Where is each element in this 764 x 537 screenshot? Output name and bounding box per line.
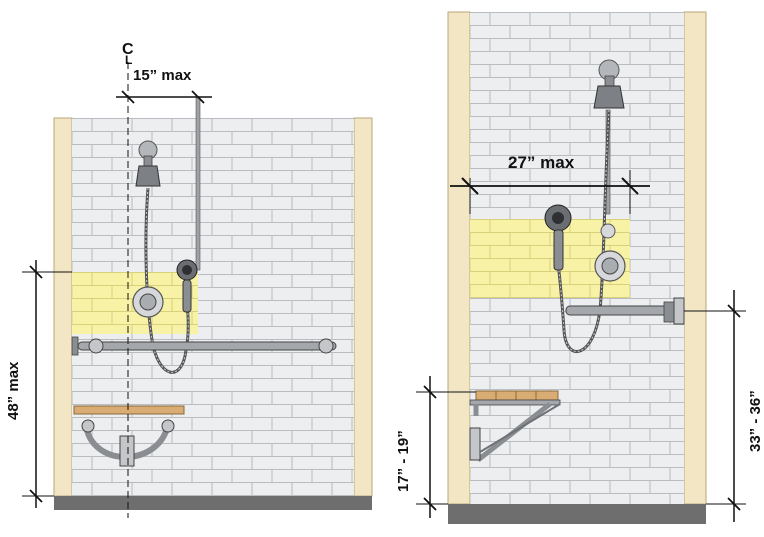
centerline-label: C [122,41,134,58]
height-dimension-label: 48” max [5,361,22,420]
offset-dimension: 15” max [116,67,212,104]
offset-dimension-label: 15” max [133,67,192,84]
left-shower-seat [73,405,185,467]
right-grab-bar [565,297,685,325]
right-control-valve-icon [594,250,626,282]
height-dimension: 48” max [5,260,72,508]
right-diverter-icon [600,223,616,239]
right-wall-finish-left [447,11,471,505]
bar-height-dimension: 33” - 36” [684,290,764,522]
left-floor [54,496,372,510]
right-elevation: 27” max 17” - 19” 33” - 36” [395,11,764,524]
right-hand-shower-icon [544,204,572,271]
centerline-label-sub: L [125,53,132,67]
left-slide-bar [195,97,201,271]
right-hose-icon [556,109,611,353]
left-control-valve-icon [132,286,164,318]
width-dimension: 27” max [450,153,650,214]
left-wall-finish-left [53,117,73,497]
right-showerhead-icon [593,59,625,109]
width-dimension-label: 27” max [508,153,575,172]
right-floor [448,504,706,524]
bar-height-dimension-label: 33” - 36” [747,390,764,452]
left-hand-shower-icon [176,259,198,313]
left-grab-bar [71,336,337,356]
seat-height-dimension-label: 17” - 19” [395,430,412,492]
right-wall-finish-right [683,11,707,505]
left-hose-icon [144,187,190,374]
left-wall-finish-right [353,117,373,497]
left-showerhead-icon [135,140,161,187]
left-elevation: C L 15” max 48” max [5,41,373,518]
right-shower-seat [469,390,561,462]
seat-height-dimension: 17” - 19” [395,376,476,518]
